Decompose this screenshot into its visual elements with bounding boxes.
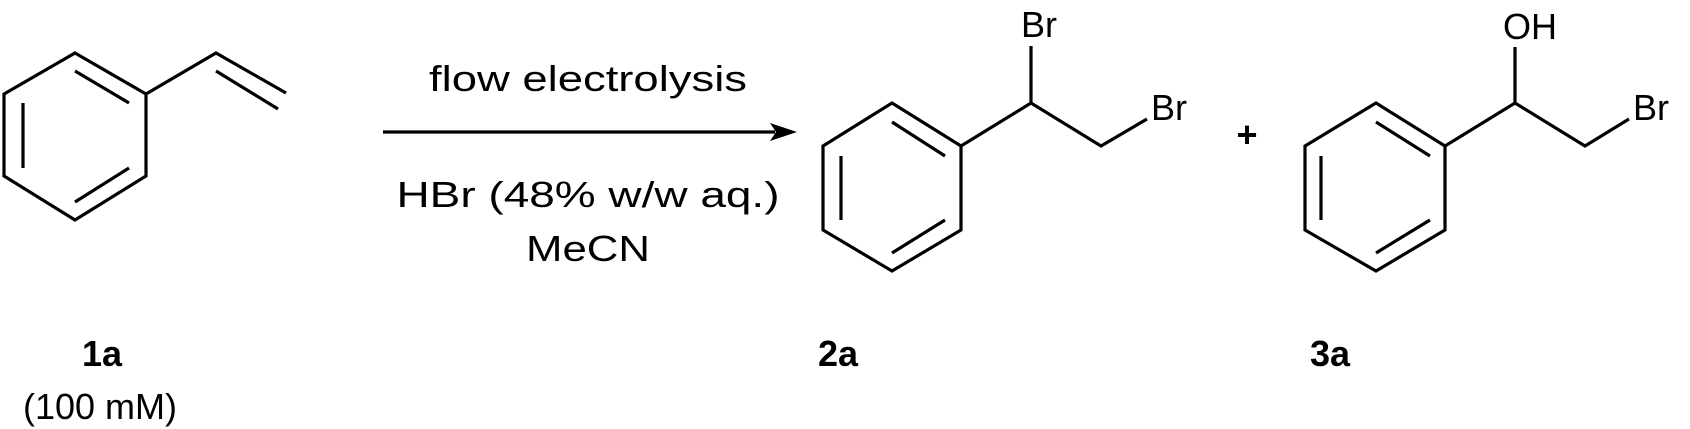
condition-reagent: HBr (48% w/w aq.) [397, 174, 780, 215]
double-bond [891, 120, 946, 158]
product-label: 2a [818, 333, 859, 374]
benzene-ring [2, 51, 148, 222]
double-bond [1375, 120, 1431, 158]
benzene-ring [1303, 101, 1447, 273]
molecule-2a-dibromide: Br Br [821, 4, 1187, 273]
molecule-1a-styrene [2, 51, 287, 222]
double-bond [891, 218, 946, 255]
atom-br: Br [1633, 87, 1669, 128]
molecule-3a-bromohydrin: OH Br [1303, 6, 1669, 273]
condition-solvent: MeCN [526, 228, 650, 269]
reactant-concentration: (100 mM) [23, 386, 177, 427]
double-bond [74, 69, 130, 105]
benzene-ring [821, 101, 963, 273]
side-chain [960, 101, 1148, 148]
condition-above-arrow: flow electrolysis [429, 58, 747, 99]
product-label: 3a [1310, 333, 1351, 374]
vinyl-group [145, 51, 287, 96]
reaction-arrow [383, 123, 797, 141]
atom-br: Br [1021, 4, 1057, 45]
reactant-label: 1a [82, 333, 123, 374]
atom-br: Br [1151, 87, 1187, 128]
double-bond [74, 166, 130, 204]
double-bond [1375, 218, 1431, 255]
atom-oh: OH [1503, 6, 1557, 47]
plus-sign: + [1236, 114, 1257, 155]
vinyl-double-bond [215, 69, 279, 111]
side-chain [1444, 101, 1630, 148]
